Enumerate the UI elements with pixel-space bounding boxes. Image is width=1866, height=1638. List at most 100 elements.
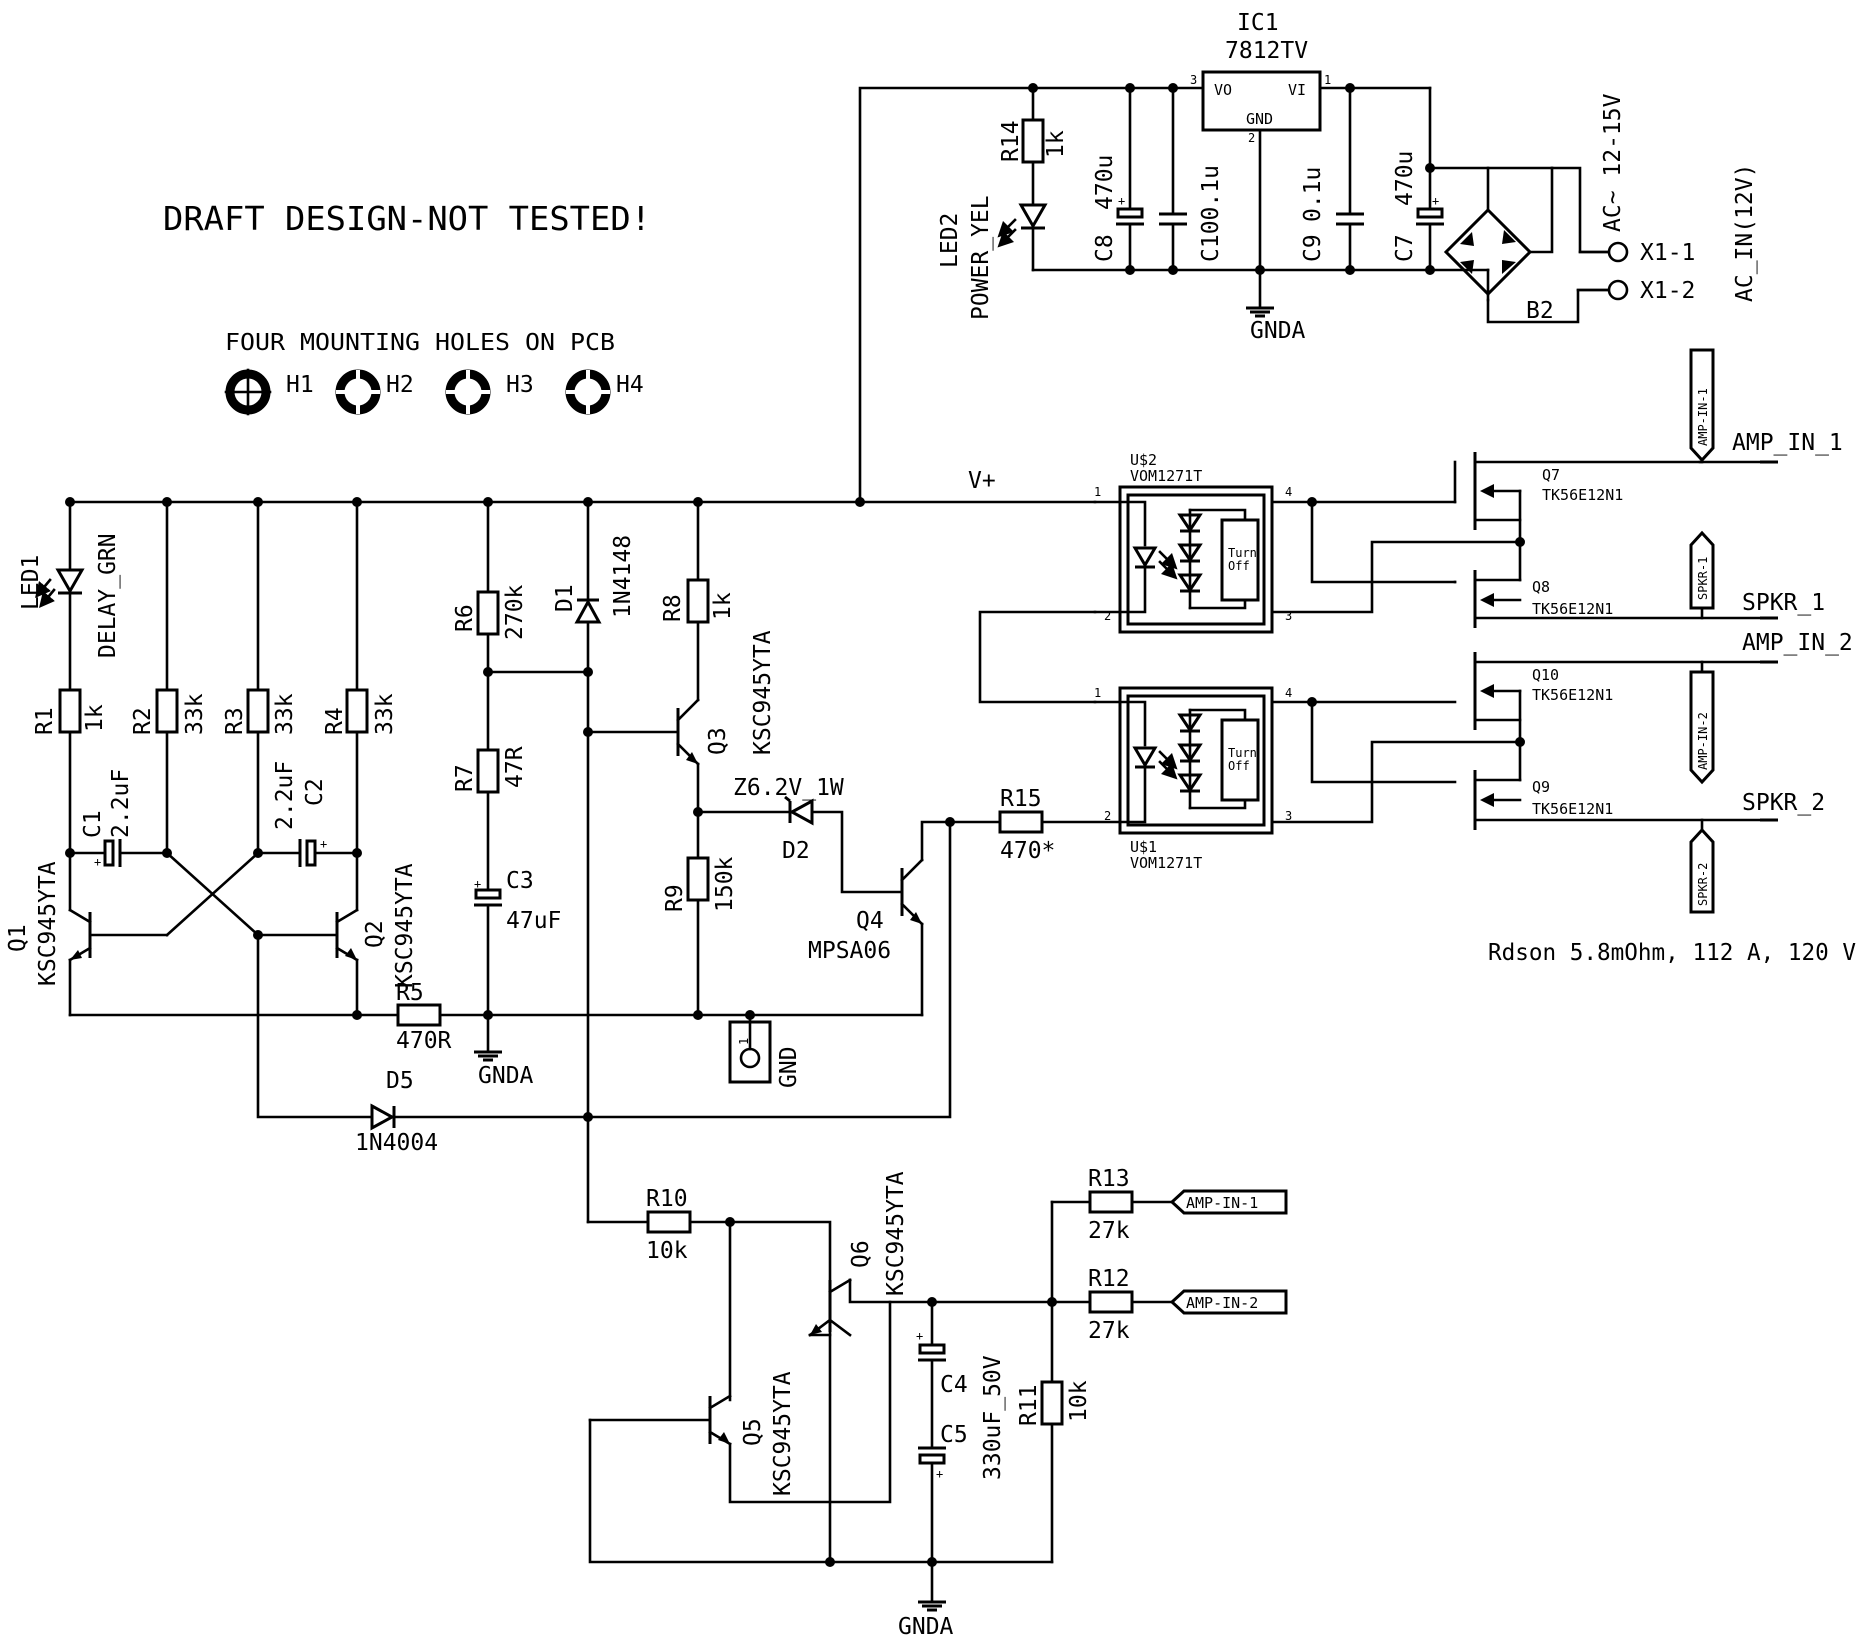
r14-value: 1k bbox=[1043, 130, 1069, 158]
capacitor-c3: + C3 47uF bbox=[474, 868, 561, 1017]
resistor-r10: R10 10k bbox=[586, 1186, 832, 1297]
c1-ref: C1 bbox=[80, 810, 106, 838]
resistor-r4: R4 33k bbox=[322, 500, 398, 912]
q5-value: KSC945YTA bbox=[770, 1371, 796, 1496]
r6-value: 270k bbox=[502, 584, 528, 640]
ic1-pin3: 3 bbox=[1190, 73, 1197, 87]
c8-ref: C8 bbox=[1092, 234, 1118, 262]
r1-value: 1k bbox=[82, 704, 108, 732]
capacitor-c4: + C4 bbox=[916, 1300, 968, 1450]
gnda-label: GNDA bbox=[478, 1063, 534, 1089]
q10-value: TK56E12N1 bbox=[1532, 686, 1613, 704]
ic1-regulator: IC1 7812TV VO VI GND 3 1 2 bbox=[1190, 10, 1331, 272]
resistor-r11: R11 10k bbox=[1016, 1200, 1092, 1564]
u2-pin4: 4 bbox=[1285, 485, 1292, 499]
mounting-holes: H1 H2 H3 H4 bbox=[224, 368, 644, 416]
led-led2: LED2 POWER_YEL bbox=[937, 195, 1048, 320]
q3-value: KSC945YTA bbox=[750, 630, 776, 755]
u1-pin1: 1 bbox=[1094, 686, 1101, 700]
d1-value: 1N4148 bbox=[610, 535, 636, 618]
r10-value: 10k bbox=[646, 1238, 688, 1264]
flag-text: SPKR-1 bbox=[1696, 557, 1710, 600]
q1-ref: Q1 bbox=[5, 924, 31, 952]
led1-ref: LED1 bbox=[18, 555, 44, 610]
r7-value: 47R bbox=[502, 746, 528, 788]
flag-amp-in-1-horizontal: AMP-IN-1 bbox=[1169, 1189, 1288, 1215]
led1-value: DELAY_GRN bbox=[95, 533, 121, 658]
r9-value: 150k bbox=[712, 856, 738, 912]
mosfet-q8: Q8 TK56E12N1 bbox=[1453, 540, 1762, 628]
q9-ref: Q9 bbox=[1532, 778, 1550, 796]
amp-detection-section: R10 10k Q6 KSC945YTA bbox=[586, 1166, 1288, 1638]
ic1-ref: IC1 bbox=[1237, 10, 1279, 36]
u1-pin3: 3 bbox=[1285, 809, 1292, 823]
r12-value: 27k bbox=[1088, 1318, 1130, 1344]
b2-ref: B2 bbox=[1526, 298, 1554, 324]
transistor-q4: Q4 MPSA06 bbox=[808, 817, 1002, 1017]
resistor-r2: R2 33k bbox=[130, 500, 208, 855]
ic1-pin1: 1 bbox=[1324, 73, 1331, 87]
ic1-pin-vo: VO bbox=[1214, 81, 1232, 99]
d2-value: Z6.2V_1W bbox=[733, 775, 844, 801]
d1-ref: D1 bbox=[552, 584, 578, 612]
r5-value: 470R bbox=[396, 1028, 452, 1054]
r13-ref: R13 bbox=[1088, 1166, 1130, 1192]
ic1-pin-gnd: GND bbox=[1246, 110, 1273, 128]
r2-ref: R2 bbox=[130, 707, 156, 735]
led-led1: LED1 DELAY_GRN bbox=[18, 500, 121, 692]
capacitor-c2: + 2.2uF C2 bbox=[253, 761, 362, 867]
ic1-pin2: 2 bbox=[1248, 131, 1255, 145]
c9-value: 0.1u bbox=[1300, 167, 1326, 222]
u1-ref: U$1 bbox=[1130, 838, 1157, 856]
resistor-r1: R1 1k bbox=[32, 688, 108, 912]
transistor-q1: Q1 KSC945YTA bbox=[5, 861, 92, 1017]
draft-note: DRAFT DESIGN-NOT TESTED! bbox=[163, 199, 651, 238]
gnd-pad-label: GND bbox=[776, 1046, 802, 1088]
r8-value: 1k bbox=[710, 592, 736, 620]
q6-ref: Q6 bbox=[848, 1240, 874, 1268]
polarity-plus: + bbox=[1118, 194, 1125, 208]
c2-value: 2.2uF bbox=[272, 761, 298, 830]
ac-range-label: AC~ 12-15V bbox=[1600, 93, 1626, 232]
flag-text: AMP-IN-1 bbox=[1186, 1194, 1258, 1212]
q1-value: KSC945YTA bbox=[35, 861, 61, 986]
c1-value: 2.2uF bbox=[108, 769, 134, 838]
flag-amp-in-2-horizontal: AMP-IN-2 bbox=[1169, 1289, 1288, 1315]
r3-value: 33k bbox=[272, 693, 298, 735]
flag-spkr-2-vertical: SPKR-2 bbox=[1689, 818, 1715, 914]
transistor-q3: Q3 KSC945YTA bbox=[586, 630, 776, 812]
r7-ref: R7 bbox=[452, 764, 478, 792]
port-amp-in-1: AMP_IN_1 bbox=[1732, 430, 1843, 456]
mosfet-q10: Q10 TK56E12N1 bbox=[1310, 652, 1762, 744]
resistor-r7: R7 47R bbox=[452, 746, 528, 892]
u1-off: Off bbox=[1228, 759, 1250, 773]
r13-value: 27k bbox=[1088, 1218, 1130, 1244]
capacitor-c100: C100.1u bbox=[1159, 86, 1224, 272]
c3-ref: C3 bbox=[506, 868, 534, 894]
u2-pin2: 2 bbox=[1104, 609, 1111, 623]
r14-ref: R14 bbox=[998, 120, 1024, 162]
q5-ref: Q5 bbox=[740, 1418, 766, 1446]
transistor-q6: Q6 KSC945YTA bbox=[808, 1171, 1054, 1564]
resistor-r13: R13 27k bbox=[1050, 1166, 1174, 1244]
u2-pin3: 3 bbox=[1285, 609, 1292, 623]
flag-amp-in-1-vertical: AMP-IN-1 bbox=[1689, 348, 1715, 464]
u2-ref: U$2 bbox=[1130, 451, 1157, 469]
u1-turn: Turn bbox=[1228, 746, 1257, 760]
bridge-rectifier-b2: B2 bbox=[1425, 163, 1622, 324]
r5-ref: R5 bbox=[396, 980, 424, 1006]
r12-ref: R12 bbox=[1088, 1266, 1130, 1292]
resistor-r5: R5 470R bbox=[68, 980, 924, 1054]
hole-label: H1 bbox=[286, 372, 314, 398]
mounting-hole-h3: H3 bbox=[445, 369, 534, 415]
rdson-note: Rdson 5.8mOhm, 112 A, 120 V bbox=[1488, 940, 1856, 966]
mounting-hole-h1: H1 bbox=[224, 368, 314, 416]
gnda-label: GNDA bbox=[898, 1614, 954, 1638]
c7-ref: C7 bbox=[1392, 234, 1418, 262]
mounting-holes-note: FOUR MOUNTING HOLES ON PCB bbox=[225, 330, 615, 356]
capacitor-c8: + C8 470u bbox=[1092, 86, 1144, 272]
r9-ref: R9 bbox=[662, 884, 688, 912]
power-supply-section: IC1 7812TV VO VI GND 3 1 2 GNDA bbox=[858, 10, 1758, 504]
mosfet-pair-ch1: Q7 TK56E12N1 Q8 TK56E12N1 bbox=[1270, 452, 1778, 628]
r2-value: 33k bbox=[182, 693, 208, 735]
